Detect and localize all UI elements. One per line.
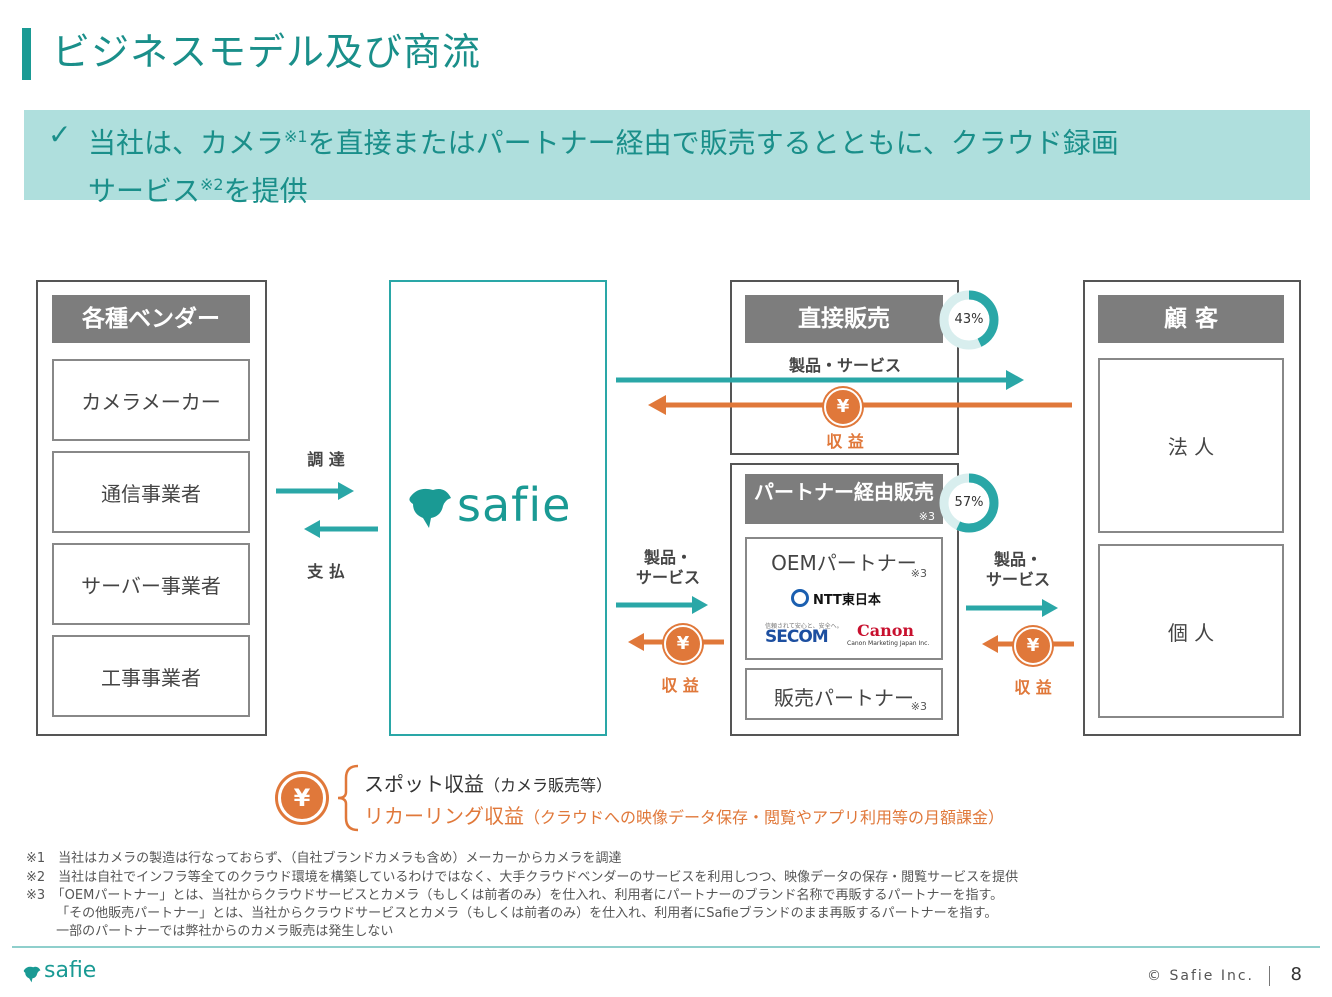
- partner-share-arc: [939, 473, 999, 533]
- oem-partner-note: ※3: [910, 567, 927, 580]
- vendor-telecom: 通信事業者: [52, 451, 250, 533]
- summary-note1: ※1: [284, 127, 308, 146]
- legend-recurring: リカーリング収益（クラウドへの映像データ保存・閲覧やアプリ利用等の月額課金）: [364, 800, 1004, 829]
- title-accent-bar: [22, 28, 31, 80]
- partner-sales-title: パートナー経由販売: [754, 480, 934, 504]
- customer-corporate: 法 人: [1098, 358, 1284, 533]
- direct-share-donut: 43%: [938, 289, 1000, 351]
- safie-wordmark: safie: [457, 478, 572, 532]
- partner-sales-note: ※3: [918, 510, 935, 523]
- right-products-arrow: [966, 599, 1058, 617]
- direct-revenue-arrow: [648, 395, 1072, 415]
- safie-bird-icon: [409, 488, 451, 528]
- canon-mj-text: Canon Marketing Japan Inc.: [847, 640, 930, 647]
- right-yen-icon: ¥: [1014, 627, 1052, 665]
- summary-note2: ※2: [200, 175, 224, 195]
- mid-yen-icon: ¥: [664, 625, 702, 663]
- direct-share-label: 43%: [954, 312, 984, 327]
- right-revenue-label: 収 益: [1014, 678, 1052, 697]
- summary-text: 当社は、カメラ※1を直接またはパートナー経由で販売するとともに、クラウド録画 サ…: [88, 116, 1268, 213]
- procurement-label: 調 達: [307, 450, 345, 469]
- footnote-3b: 「その他販売パートナー」とは、当社からクラウドサービスとカメラ（もしくは前者のみ…: [26, 906, 998, 921]
- summary-banner: [24, 110, 1310, 200]
- check-icon: ✓: [48, 118, 72, 151]
- customer-individual: 個 人: [1098, 544, 1284, 718]
- payment-arrow: [304, 520, 378, 538]
- payment-label: 支 払: [307, 562, 345, 581]
- footer-wordmark: safie: [44, 958, 97, 983]
- safie-center-box: [389, 280, 607, 736]
- direct-yen-icon: ¥: [824, 388, 862, 426]
- direct-revenue-label: 収 益: [826, 432, 864, 451]
- vendor-server: サーバー事業者: [52, 543, 250, 625]
- partner-sales-header: パートナー経由販売 ※3: [745, 474, 943, 524]
- footnote-3: ※3 「OEMパートナー」とは、当社からクラウドサービスとカメラ（もしくは前者の…: [26, 888, 1004, 903]
- legend-brace-icon: [337, 764, 359, 832]
- oem-partner-box: OEMパートナー ※3 NTT東日本 信頼されて安心と、安全へ。 SECOM C…: [745, 537, 943, 660]
- procurement-arrow: [276, 482, 354, 500]
- footer-bird-icon: [23, 966, 41, 983]
- footnote-1: ※1 当社はカメラの製造は行なっておらず、（自社ブランドカメラも含め）メーカーか…: [26, 851, 622, 866]
- direct-sales-header: 直接販売: [745, 295, 943, 343]
- copyright: © Safie Inc.: [1147, 968, 1254, 984]
- legend-spot-note: （カメラ販売等）: [484, 776, 613, 795]
- footer-separator: [1269, 966, 1270, 986]
- right-products-label: 製品・ サービス: [978, 550, 1058, 590]
- secom-logo: SECOM: [765, 627, 829, 647]
- summary-line2-a: サービス: [88, 174, 201, 208]
- legend-spot: スポット収益（カメラ販売等）: [364, 768, 612, 797]
- vendor-construction: 工事事業者: [52, 635, 250, 717]
- partner-share-donut: 57%: [938, 472, 1000, 534]
- page-number: 8: [1290, 964, 1302, 985]
- summary-line1-b: を直接またはパートナー経由で販売するとともに、クラウド録画: [307, 126, 1119, 160]
- legend-recurring-note: （クラウドへの映像データ保存・閲覧やアプリ利用等の月額課金）: [524, 808, 1005, 827]
- direct-share-arc: [939, 290, 999, 350]
- summary-line2-b: を提供: [223, 174, 308, 208]
- legend-yen-icon: ¥: [278, 774, 326, 822]
- footnote-3c: 一部のパートナーでは弊社からのカメラ販売は発生しない: [26, 924, 394, 939]
- ntt-mark-icon: [791, 589, 809, 607]
- direct-products-arrow: [616, 370, 1024, 390]
- oem-partner-label: OEMパートナー: [771, 551, 917, 575]
- legend-recurring-label: リカーリング収益: [364, 804, 524, 828]
- safie-logo: safie: [403, 478, 593, 538]
- mid-products-arrow: [616, 596, 708, 614]
- footer-divider: [12, 946, 1320, 948]
- direct-products-label: 製品・サービス: [788, 356, 901, 375]
- sales-partner-box: 販売パートナー ※3: [745, 668, 943, 720]
- secom-tagline: 信頼されて安心と、安全へ。: [765, 623, 843, 630]
- mid-products-line1: 製品・: [643, 548, 692, 567]
- page-title: ビジネスモデル及び商流: [52, 30, 482, 74]
- mid-products-label: 製品・ サービス: [628, 548, 708, 588]
- right-products-line2: サービス: [985, 570, 1050, 589]
- canon-logo: Canon: [857, 621, 915, 640]
- ntt-logo: NTT東日本: [791, 587, 881, 609]
- mid-revenue-label: 収 益: [661, 676, 699, 695]
- mid-products-line2: サービス: [635, 568, 700, 587]
- partner-share-label: 57%: [954, 495, 984, 510]
- legend-spot-label: スポット収益: [364, 772, 484, 796]
- sales-partner-label: 販売パートナー: [774, 686, 914, 710]
- vendor-camera-maker: カメラメーカー: [52, 359, 250, 441]
- sales-partner-note: ※3: [910, 700, 927, 713]
- vendors-header: 各種ベンダー: [52, 295, 250, 343]
- ntt-logo-text: NTT東日本: [813, 592, 881, 608]
- summary-line1-a: 当社は、カメラ: [88, 126, 285, 160]
- footnote-2: ※2 当社は自社でインフラ等全てのクラウド環境を構築しているわけではなく、大手ク…: [26, 870, 1019, 885]
- customers-header: 顧 客: [1098, 295, 1284, 343]
- right-products-line1: 製品・: [993, 550, 1042, 569]
